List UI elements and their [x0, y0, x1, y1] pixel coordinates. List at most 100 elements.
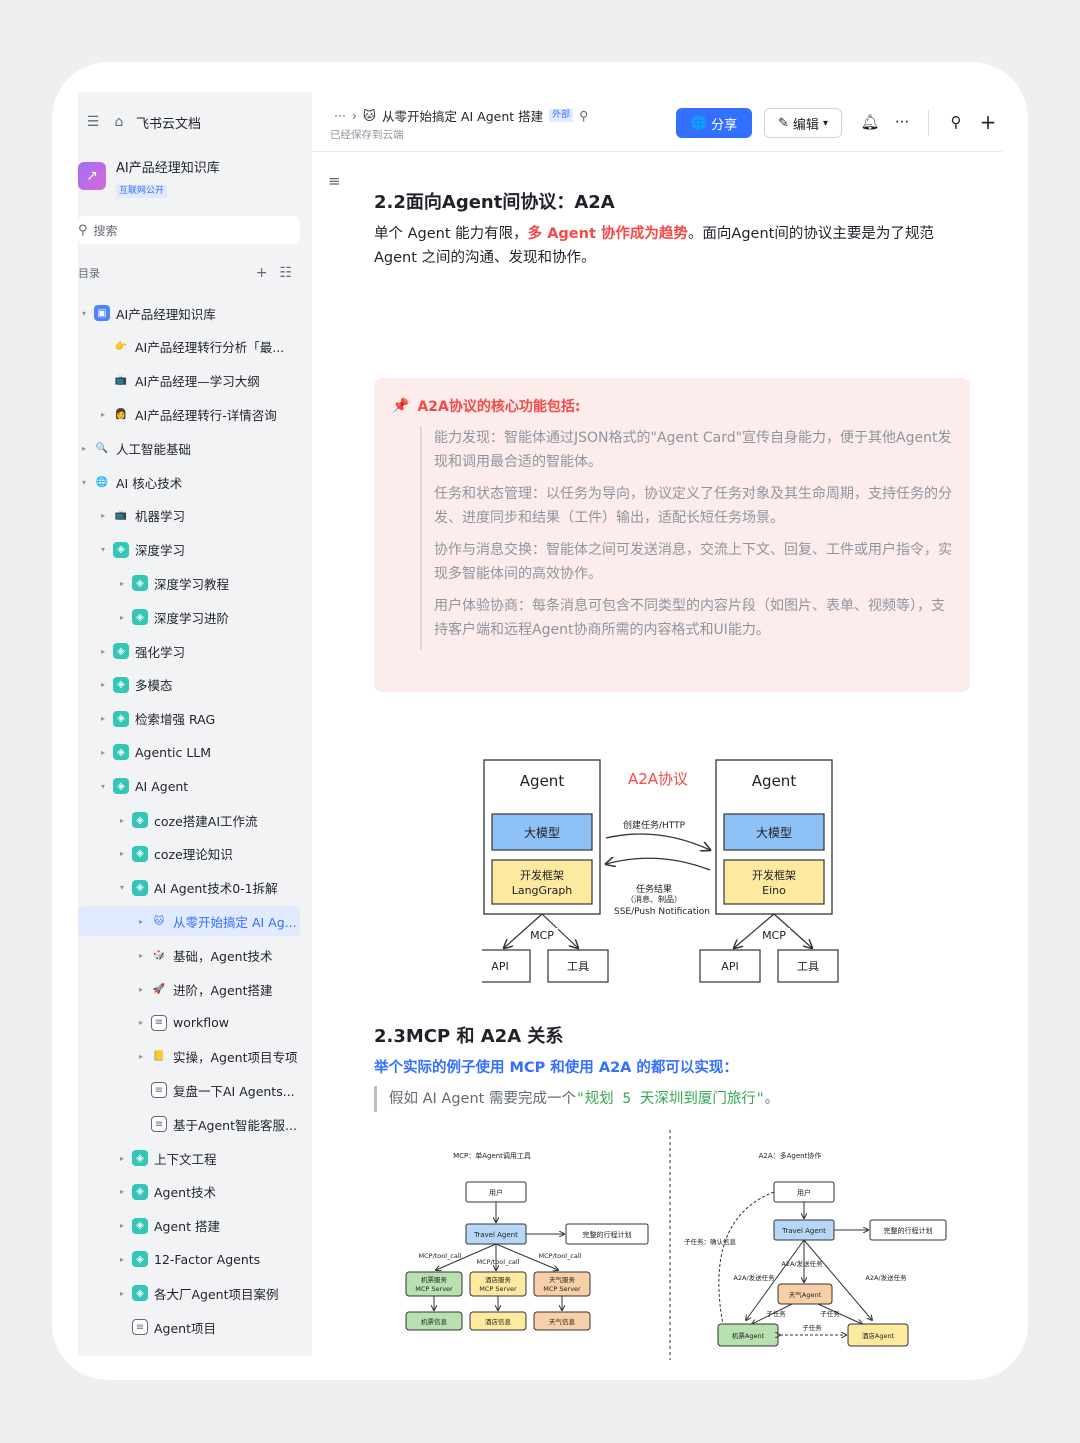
- sidebar-item[interactable]: ≡基于Agent智能客服...: [78, 1109, 300, 1139]
- expand-right-icon[interactable]: ▸: [138, 916, 143, 926]
- left-mcp-arrow-tool: [541, 913, 578, 948]
- expand-right-icon[interactable]: ▸: [119, 1153, 124, 1163]
- expand-right-icon[interactable]: ▸: [138, 1018, 143, 1028]
- sidebar-item[interactable]: ▸📒实操，Agent项目专项: [78, 1042, 300, 1072]
- bell-icon[interactable]: 🔔︎: [860, 113, 880, 131]
- right-mcp-bg: [760, 928, 790, 942]
- sidebar-item[interactable]: ▸◈深度学习教程: [78, 568, 300, 598]
- expand-right-icon[interactable]: ▸: [138, 1052, 143, 1062]
- sidebar-item[interactable]: ▸≡workflow: [78, 1008, 300, 1038]
- edit-label: 编辑: [792, 117, 819, 133]
- sidebar-item[interactable]: ▸◈Agent技术: [78, 1177, 300, 1207]
- sidebar-item[interactable]: 👉AI产品经理转行分析「最...: [78, 332, 300, 362]
- sidebar-item-label: 实操，Agent项目专项: [173, 1050, 298, 1066]
- hotel-server-label: 酒店服务: [485, 1275, 512, 1284]
- sidebar-item[interactable]: 📺AI产品经理—学习大纲: [78, 366, 300, 396]
- expand-right-icon[interactable]: ▸: [119, 1221, 124, 1231]
- tree-view-icon[interactable]: ☷: [279, 265, 292, 281]
- weather-to-flight-arrow: [752, 1303, 793, 1324]
- expand-right-icon[interactable]: ▸: [119, 578, 124, 588]
- right-mcp-label: MCP: [762, 929, 786, 942]
- expand-right-icon[interactable]: ▸: [138, 950, 143, 960]
- search-doc-icon[interactable]: ⚲: [950, 113, 962, 131]
- sidebar-item[interactable]: ▸◈深度学习进阶: [78, 602, 300, 632]
- sidebar-item[interactable]: ▸🚀进阶，Agent搭建: [78, 974, 300, 1004]
- sidebar-item[interactable]: ▸◈多模态: [78, 670, 300, 700]
- quote-text-a: 假如 AI Agent 需要完成一个: [389, 1091, 576, 1107]
- expand-down-icon[interactable]: ▾: [100, 781, 105, 791]
- sidebar-item[interactable]: ▸◈检索增强 RAG: [78, 704, 300, 734]
- sidebar-item[interactable]: ▸◈12-Factor Agents: [78, 1244, 300, 1274]
- sidebar-item-label: 基础，Agent技术: [173, 948, 273, 964]
- sidebar-item-label: AI产品经理知识库: [116, 306, 216, 322]
- doc-title[interactable]: 从零开始搞定 AI Agent 搭建: [381, 109, 544, 124]
- expand-right-icon[interactable]: ▸: [119, 815, 124, 825]
- mcp-call-arrow: [495, 1243, 558, 1270]
- mcp-vs-a2a-diagram: MCP：单Agent调用工具 用户 Travel Agent 完整的行程计划 M…: [405, 1130, 947, 1360]
- expand-right-icon[interactable]: ▸: [100, 409, 105, 419]
- expand-right-icon[interactable]: ▸: [100, 646, 105, 656]
- sidebar-item[interactable]: ▾◈深度学习: [78, 535, 300, 565]
- sidebar-item-label: AI产品经理转行分析「最...: [135, 340, 285, 356]
- workspace-card[interactable]: ↗ AI产品经理知识库 互联网公开: [78, 160, 312, 200]
- a2a-protocol-title: A2A协议: [628, 770, 688, 788]
- sidebar-item[interactable]: ▸◈上下文工程: [78, 1143, 300, 1173]
- mcp-call-arrow: [436, 1243, 497, 1270]
- mcp-diagram-title: MCP：单Agent调用工具: [453, 1151, 531, 1160]
- app-window: ☰ ⌂ 飞书云文档 ↗ AI产品经理知识库 互联网公开 ⚲ 搜索 目录 + ☷ …: [52, 62, 1028, 1380]
- collapse-sidebar-icon[interactable]: ☰: [86, 114, 100, 130]
- outline-icon[interactable]: ≡: [328, 172, 341, 190]
- sidebar-item[interactable]: ▾◈AI Agent技术0-1拆解: [78, 873, 300, 903]
- new-icon[interactable]: +: [979, 110, 997, 134]
- edit-button[interactable]: ✎ 编辑 ▾: [764, 108, 842, 138]
- pin-icon[interactable]: ⚲: [579, 108, 589, 123]
- expand-right-icon[interactable]: ▸: [81, 443, 86, 453]
- expand-down-icon[interactable]: ▾: [119, 883, 124, 893]
- create-task-label: 创建任务/HTTP: [623, 819, 686, 831]
- sidebar-item[interactable]: ▾▣AI产品经理知识库: [78, 298, 300, 328]
- sidebar-item[interactable]: ▸◈强化学习: [78, 636, 300, 666]
- home-icon[interactable]: ⌂: [114, 114, 124, 130]
- expand-right-icon[interactable]: ▸: [119, 1254, 124, 1264]
- intro-text-b: 。面向Agent间的协议主要是为了规范 Agent 之间的沟通、发现和协作。: [374, 226, 934, 266]
- expand-right-icon[interactable]: ▸: [119, 1187, 124, 1197]
- app-name[interactable]: 飞书云文档: [136, 116, 202, 132]
- sidebar-item[interactable]: ▸◈Agentic LLM: [78, 737, 300, 767]
- more-icon[interactable]: ···: [894, 113, 910, 131]
- expand-right-icon[interactable]: ▸: [119, 849, 124, 859]
- sidebar-item[interactable]: ▸📺机器学习: [78, 501, 300, 531]
- sidebar-item[interactable]: ▸◈coze理论知识: [78, 839, 300, 869]
- mcp-call-label-mid: MCP/tool_call: [477, 1258, 520, 1266]
- sidebar-item[interactable]: ▸◈各大厂Agent项目案例: [78, 1278, 300, 1308]
- a2a-send-label-mid: A2A/发送任务: [781, 1259, 823, 1268]
- expand-right-icon[interactable]: ▸: [119, 612, 124, 622]
- sidebar-item[interactable]: ≡复盘一下AI Agents...: [78, 1075, 300, 1105]
- sidebar-item[interactable]: ≡Agent项目: [78, 1312, 300, 1342]
- breadcrumb-more[interactable]: ···: [334, 108, 346, 123]
- sidebar-item[interactable]: ▸◈Agent 搭建: [78, 1211, 300, 1241]
- sidebar-item[interactable]: ▸🔍人工智能基础: [78, 433, 300, 463]
- subtask-confirm-label: 子任务：确认信息: [684, 1237, 737, 1246]
- sidebar-item[interactable]: ▸🐱从零开始搞定 AI Ag...: [78, 906, 300, 937]
- expand-right-icon[interactable]: ▸: [100, 511, 105, 521]
- a2a-send-label-left: A2A/发送任务: [733, 1273, 775, 1282]
- add-icon[interactable]: +: [255, 265, 268, 281]
- sidebar-item[interactable]: ▸👩AI产品经理转行-详情咨询: [78, 399, 300, 429]
- expand-down-icon[interactable]: ▾: [81, 308, 86, 318]
- right-llm-box: [723, 813, 825, 851]
- share-button[interactable]: 🌐 分享: [676, 108, 752, 138]
- save-status: 已经保存到云端: [330, 129, 404, 141]
- expand-right-icon[interactable]: ▸: [100, 747, 105, 757]
- sidebar-item[interactable]: ▸◈coze搭建AI工作流: [78, 805, 300, 835]
- sidebar-item[interactable]: ▾◈AI Agent: [78, 771, 300, 801]
- expand-right-icon[interactable]: ▸: [100, 680, 105, 690]
- hotel-info-label: 酒店信息: [485, 1317, 512, 1326]
- sidebar-item[interactable]: ▾🌐AI 核心技术: [78, 467, 300, 497]
- sidebar-item[interactable]: ▸🎲基础，Agent技术: [78, 940, 300, 970]
- expand-down-icon[interactable]: ▾: [81, 477, 86, 487]
- search-input[interactable]: ⚲ 搜索: [78, 216, 300, 244]
- expand-right-icon[interactable]: ▸: [138, 984, 143, 994]
- expand-down-icon[interactable]: ▾: [100, 545, 105, 555]
- expand-right-icon[interactable]: ▸: [100, 714, 105, 724]
- expand-right-icon[interactable]: ▸: [119, 1288, 124, 1298]
